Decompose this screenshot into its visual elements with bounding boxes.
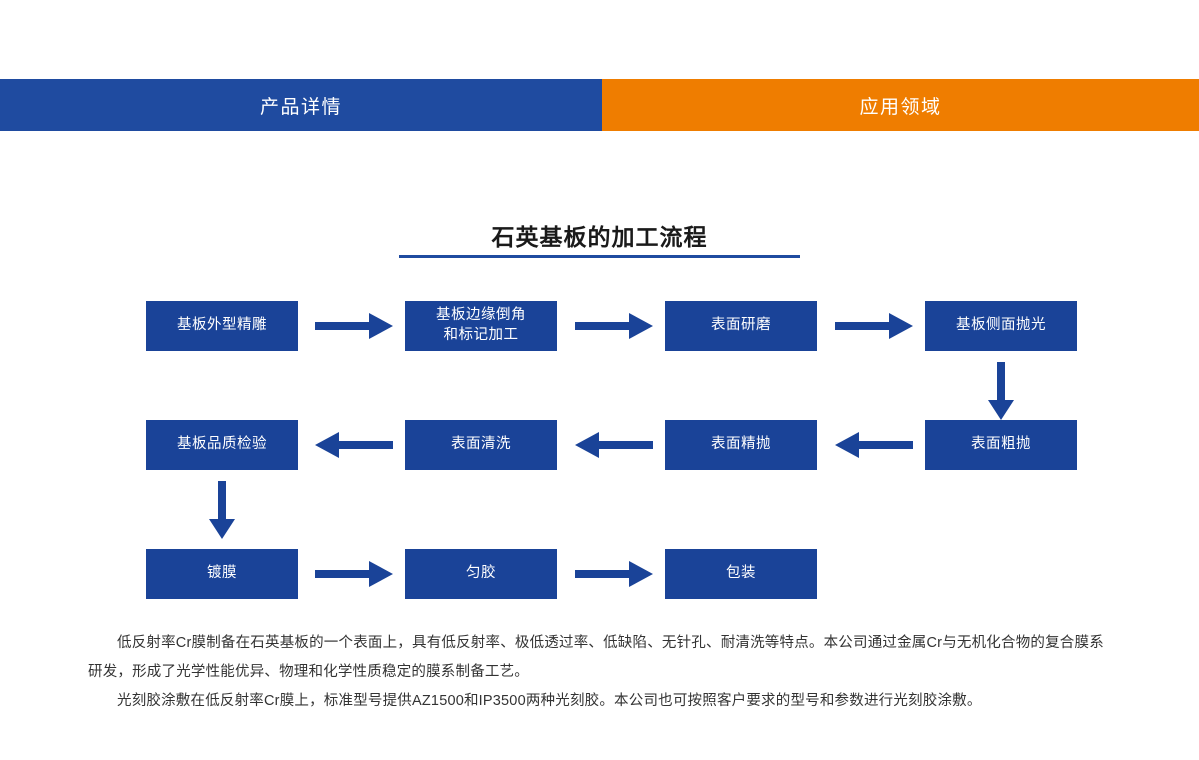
arrow-right-n1-n2 (315, 313, 393, 339)
tab-bar: 产品详情 应用领域 (0, 79, 1199, 131)
arrow-left-n7-n6 (575, 432, 653, 458)
flow-node-n9[interactable]: 镀膜 (146, 549, 298, 599)
flow-node-n4[interactable]: 基板侧面抛光 (925, 301, 1077, 351)
arrow-left-n8-n7 (835, 432, 913, 458)
description-paragraph-2: 光刻胶涂敷在低反射率Cr膜上，标准型号提供AZ1500和IP3500两种光刻胶。… (117, 693, 982, 709)
flow-node-n1[interactable]: 基板外型精雕 (146, 301, 298, 351)
arrow-right-n10-n11 (575, 561, 653, 587)
description-paragraph-1: 低反射率Cr膜制备在石英基板的一个表面上，具有低反射率、极低透过率、低缺陷、无针… (88, 635, 1104, 680)
tab-product-details[interactable]: 产品详情 (0, 79, 602, 131)
arrow-right-n2-n3 (575, 313, 653, 339)
flow-node-n10[interactable]: 匀胶 (405, 549, 557, 599)
flow-node-n2[interactable]: 基板边缘倒角 和标记加工 (405, 301, 557, 351)
description-block: 低反射率Cr膜制备在石英基板的一个表面上，具有低反射率、极低透过率、低缺陷、无针… (88, 629, 1113, 716)
arrow-right-n9-n10 (315, 561, 393, 587)
flow-node-n8[interactable]: 表面粗抛 (925, 420, 1077, 470)
arrow-left-n6-n5 (315, 432, 393, 458)
title-underline-rule (399, 255, 800, 258)
arrow-down-n4-n8 (988, 362, 1014, 420)
arrow-right-n3-n4 (835, 313, 913, 339)
flow-node-n5[interactable]: 基板品质检验 (146, 420, 298, 470)
section-title: 石英基板的加工流程 (491, 224, 708, 250)
arrow-down-n5-n9 (209, 481, 235, 539)
flow-node-n11[interactable]: 包装 (665, 549, 817, 599)
tab-application-areas[interactable]: 应用领域 (602, 79, 1199, 131)
flow-node-n3[interactable]: 表面研磨 (665, 301, 817, 351)
flow-node-n7[interactable]: 表面精抛 (665, 420, 817, 470)
flow-node-n6[interactable]: 表面清洗 (405, 420, 557, 470)
